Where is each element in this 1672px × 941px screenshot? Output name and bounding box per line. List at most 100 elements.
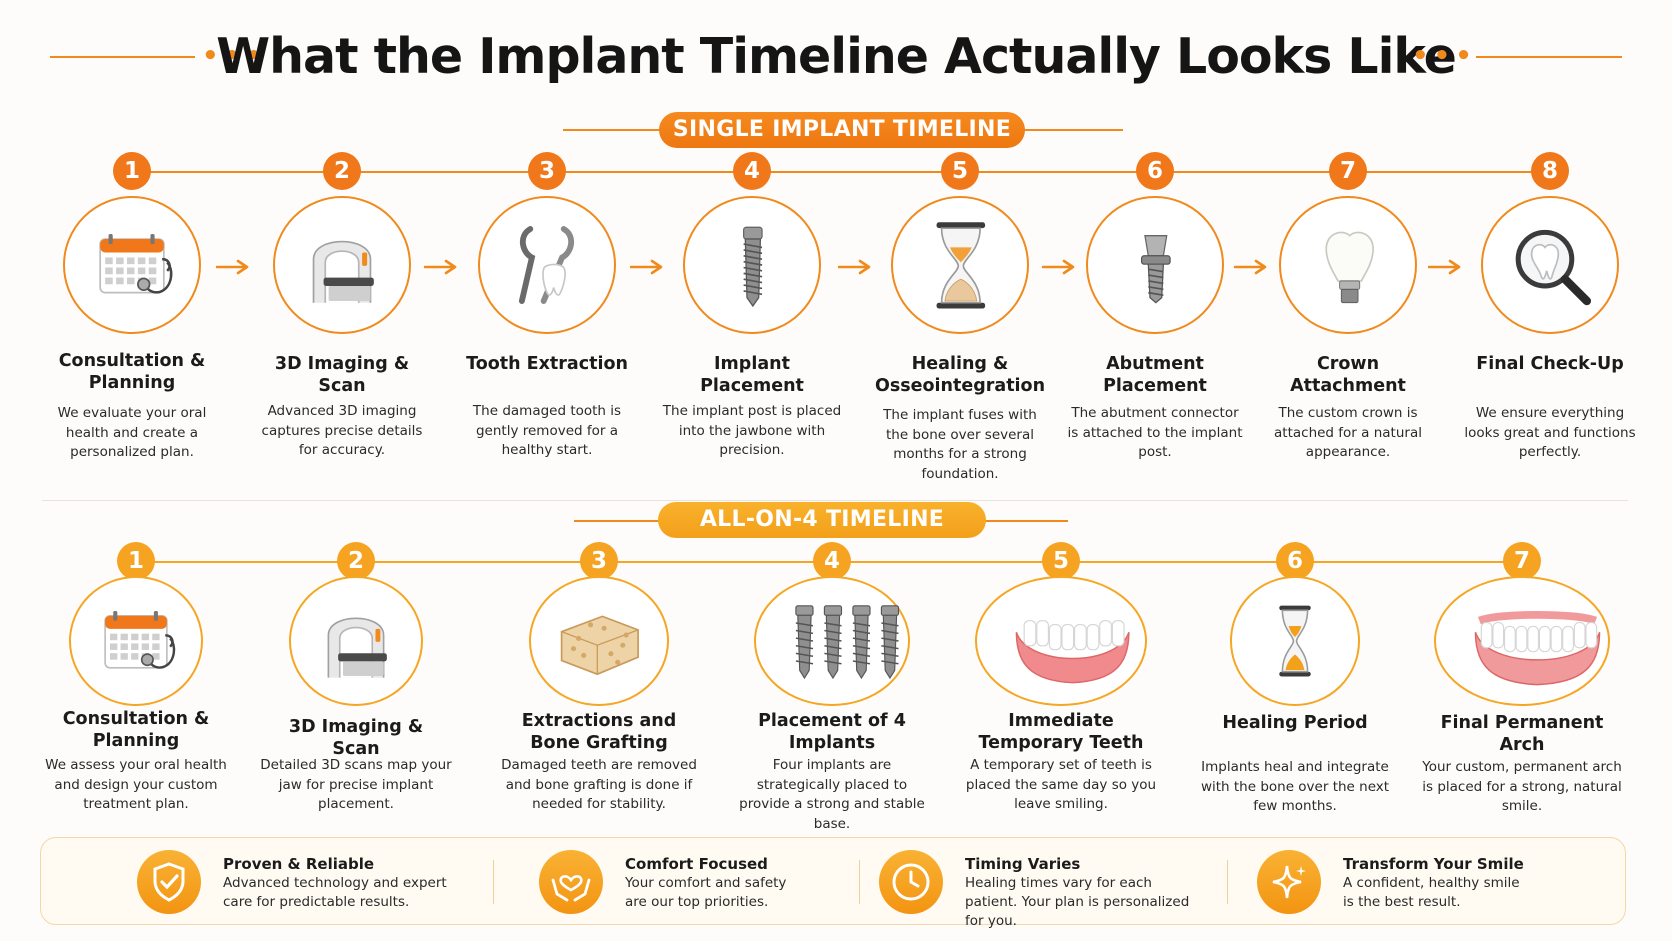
step-number-badge: 4 [733,152,771,190]
feature-desc: A confident, healthy smile is the best r… [1343,875,1520,910]
step-number-badge: 3 [580,542,618,580]
arrow-right-icon [215,259,250,275]
step-icon-ring [529,576,669,706]
step-description: A temporary set of teeth is placed the s… [965,757,1157,812]
step-title: Healing & Osseointegration [874,354,1046,396]
step-number-badge: 4 [813,542,851,580]
all-on-4-section: ALL-ON-4 TIMELINE 1 Consultation & Plann… [45,502,1622,832]
hands-heart-icon [539,850,603,914]
single-implant-label: SINGLE IMPLANT TIMELINE [659,112,1025,148]
step-description: Four implants are strategically placed t… [739,757,925,832]
feature-desc: Your comfort and safety are our top prio… [625,875,787,910]
step-number-badge: 3 [528,152,566,190]
step-description: Your custom, permanent arch is placed fo… [1422,759,1622,814]
feature-transform: Transform Your Smile A confident, health… [1257,838,1597,926]
step-icon-ring [1230,576,1360,706]
step-number-badge: 2 [323,152,361,190]
arrow-right-icon [1041,259,1076,275]
step-icon-ring [63,196,201,334]
page-title: What the Implant Timeline Actually Looks… [216,28,1457,85]
calendar-stethoscope-icon [104,610,176,669]
step-icon-ring [1481,196,1619,334]
step-number-badge: 6 [1136,152,1174,190]
feature-title: Timing Varies [965,855,1081,873]
calendar-stethoscope-icon [99,234,173,294]
arrow-right-icon [1427,259,1462,275]
footer-separator [1227,860,1228,904]
sparkle-icon [1257,850,1321,914]
step-number-badge: 8 [1531,152,1569,190]
step-description: The custom crown is attached for a natur… [1274,405,1422,460]
step-number-badge: 1 [117,542,155,580]
step-number-badge: 5 [1042,542,1080,580]
magnifier-tooth-icon [1515,229,1592,306]
step-description: The damaged tooth is gently removed for … [472,403,622,458]
step-description: Advanced 3D imaging captures precise det… [261,403,423,458]
features-footer: Proven & Reliable Advanced technology an… [40,837,1626,929]
abutment-icon [1140,235,1171,304]
ct-scanner-icon [312,240,374,303]
step-icon-ring [478,196,616,334]
permanent-arch-icon [1474,611,1601,686]
arrow-right-icon [837,259,872,275]
step-description: Detailed 3D scans map your jaw for preci… [260,757,452,812]
step-number-badge: 5 [941,152,979,190]
feature-comfort: Comfort Focused Your comfort and safety … [539,838,879,926]
step-description: The abutment connector is attached to th… [1067,405,1243,460]
title-row: ••• What the Implant Timeline Actually L… [0,22,1672,92]
step-description: We assess your oral health and design yo… [45,757,227,812]
clock-icon [879,850,943,914]
step-number-badge: 7 [1329,152,1367,190]
step-title: Healing Period [1222,713,1368,733]
step-icon-ring [975,576,1147,706]
hourglass-icon [1279,605,1311,677]
arrow-right-icon [423,259,458,275]
step-description: Damaged teeth are removed and bone graft… [501,757,697,812]
forceps-tooth-icon [518,226,575,304]
all-on-4-label: ALL-ON-4 TIMELINE [658,502,986,538]
step-title: 3D Imaging & Scan [274,354,410,396]
step-icon-ring [69,576,203,706]
step-title: 3D Imaging & Scan [288,717,424,759]
section-divider [42,500,1628,501]
feature-title: Proven & Reliable [223,855,375,873]
step-icon-ring [683,196,821,334]
shield-check-icon [137,850,201,914]
feature-title: Comfort Focused [625,855,768,873]
step-number-badge: 7 [1503,542,1541,580]
four-implants-icon [795,605,900,680]
step-icon-ring [273,196,411,334]
step-icon-ring [1434,576,1610,706]
feature-desc: Advanced technology and expert care for … [223,875,447,910]
ct-scanner-icon [327,617,387,678]
step-title: Placement of 4 Implants [758,711,906,753]
step-description: Implants heal and integrate with the bon… [1200,759,1390,814]
feature-desc: Healing times vary for each patient. You… [965,875,1190,929]
step-number-badge: 1 [113,152,151,190]
step-title: Abutment Placement [1103,354,1207,396]
step-icon-ring [754,576,910,706]
title-right-line [1476,56,1622,58]
step-title: Extractions and Bone Grafting [521,711,677,753]
single-implant-section: SINGLE IMPLANT TIMELINE 1 Consultation &… [57,112,1636,482]
feature-title: Transform Your Smile [1343,855,1524,873]
arrow-right-icon [1233,259,1268,275]
step-title: Final Permanent Arch [1440,713,1604,755]
bone-graft-icon [560,615,639,676]
step-number-badge: 2 [337,542,375,580]
step-title: Final Check-Up [1476,354,1624,374]
hourglass-bone-icon [936,222,986,309]
title-left-line [50,56,195,58]
step-icon-ring [1086,196,1224,334]
step-description: We evaluate your oral health and create … [57,405,207,460]
feature-proven: Proven & Reliable Advanced technology an… [137,838,477,926]
step-icon-ring [289,576,423,706]
step-title: Consultation & Planning [62,709,210,751]
step-description: The implant post is placed into the jawb… [662,403,842,458]
step-description: We ensure everything looks great and fun… [1464,405,1636,460]
step-title: Implant Placement [700,354,804,396]
footer-separator [859,860,860,904]
footer-separator [493,860,494,904]
single-connector-line [132,171,1550,173]
feature-timing: Timing Varies Healing times vary for eac… [879,838,1219,929]
